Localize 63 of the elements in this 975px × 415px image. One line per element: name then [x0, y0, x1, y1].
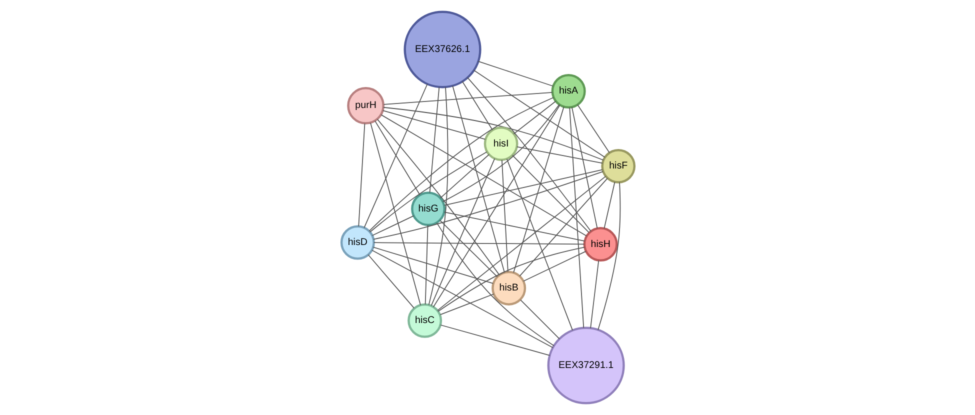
connector	[428, 86, 440, 194]
node-circle: hisC	[407, 303, 442, 338]
node-circle: hisD	[340, 225, 374, 260]
connector	[436, 222, 554, 346]
node-circle: hisB	[491, 270, 526, 306]
connector	[371, 250, 553, 348]
connector	[372, 246, 494, 284]
connector	[372, 242, 584, 245]
connector	[436, 176, 606, 311]
connector	[522, 250, 586, 282]
connector	[443, 212, 585, 242]
connector	[576, 104, 610, 154]
connector	[428, 86, 448, 306]
node-circle: EEX37291.1	[546, 326, 624, 404]
connector	[432, 104, 560, 308]
connector	[372, 171, 603, 240]
connector	[452, 85, 504, 273]
node-circle: EEX37626.1	[403, 10, 481, 88]
connector	[500, 160, 508, 272]
connector	[518, 178, 608, 277]
node-circle: hisI	[483, 126, 518, 161]
connector	[439, 154, 489, 199]
connector	[466, 77, 591, 232]
connector	[512, 106, 564, 273]
connector	[439, 294, 494, 316]
connector	[440, 324, 550, 356]
node-circle: purH	[346, 87, 384, 124]
connector	[570, 106, 598, 229]
connector	[376, 118, 500, 276]
node-circle: hisA	[550, 74, 586, 108]
connector	[438, 220, 498, 278]
connector	[512, 100, 556, 134]
node-circle: hisH	[582, 227, 618, 262]
connector	[380, 114, 587, 236]
connector	[597, 182, 620, 330]
connector	[368, 97, 554, 232]
connector	[437, 246, 585, 312]
connector	[374, 120, 420, 196]
connector	[382, 106, 604, 161]
connector	[568, 107, 584, 328]
connector	[369, 151, 487, 232]
connector	[506, 158, 572, 331]
node-circle: hisG	[410, 192, 446, 226]
connector	[477, 60, 554, 87]
connector	[461, 80, 492, 130]
connector	[430, 158, 495, 306]
connector	[603, 182, 615, 229]
connector	[358, 123, 365, 227]
connector	[443, 169, 602, 206]
connector	[512, 154, 589, 234]
connector	[363, 84, 428, 228]
connector	[590, 260, 599, 329]
connector	[382, 92, 552, 105]
connector	[371, 215, 414, 236]
connector	[382, 110, 486, 140]
connector	[370, 122, 420, 306]
connector	[442, 104, 560, 202]
connector	[424, 224, 428, 305]
connector	[367, 254, 414, 308]
connector	[516, 146, 602, 164]
connector	[472, 70, 605, 158]
connector	[520, 299, 560, 340]
node-circle: hisF	[600, 148, 636, 184]
